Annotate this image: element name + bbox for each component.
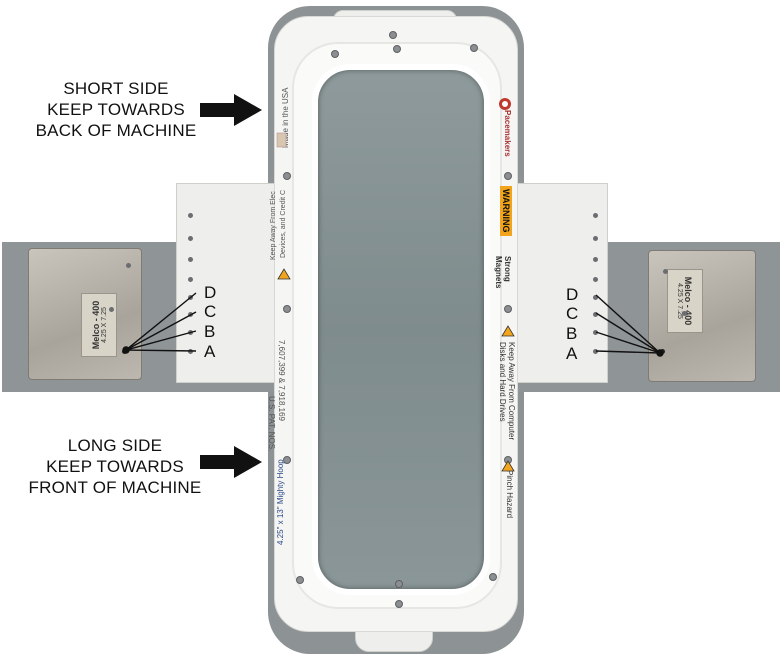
long-side-line1: LONG SIDE xyxy=(67,436,163,455)
right-metal-plate: Melco - 400 4.25 X 7.25 xyxy=(648,250,756,382)
left-letter-c: C xyxy=(204,302,217,321)
short-side-callout: SHORT SIDE KEEP TOWARDS BACK OF MACHINE xyxy=(16,78,216,141)
right-bracket xyxy=(514,183,608,383)
short-side-line2: KEEP TOWARDS xyxy=(47,100,185,119)
left-bracket xyxy=(176,183,278,383)
flag-icon xyxy=(276,132,287,148)
left-letter-a: A xyxy=(204,342,216,361)
hoop-sewing-window xyxy=(312,64,490,595)
long-side-line2: KEEP TOWARDS xyxy=(46,457,184,476)
pacemaker-icon xyxy=(499,98,511,110)
right-letter-b: B xyxy=(566,324,578,343)
left-letter-b: B xyxy=(204,322,216,341)
short-side-line3: BACK OF MACHINE xyxy=(35,121,197,140)
right-letter-c: C xyxy=(566,304,579,323)
left-metal-plate: Melco - 400 4.25 X 7.25 xyxy=(28,248,142,380)
left-letter-d: D xyxy=(204,283,217,302)
right-pointer-lines xyxy=(595,294,664,357)
arrow-right-icon xyxy=(200,446,262,478)
short-side-line1: SHORT SIDE xyxy=(63,79,169,98)
right-letter-d: D xyxy=(566,285,579,304)
left-pointer-lines xyxy=(122,292,197,354)
warning-triangle-icon xyxy=(277,268,515,472)
arrow-right-icon xyxy=(200,94,262,126)
right-letter-a: A xyxy=(566,344,578,363)
long-side-line3: FRONT OF MACHINE xyxy=(28,478,202,497)
long-side-callout: LONG SIDE KEEP TOWARDS FRONT OF MACHINE xyxy=(10,435,220,498)
